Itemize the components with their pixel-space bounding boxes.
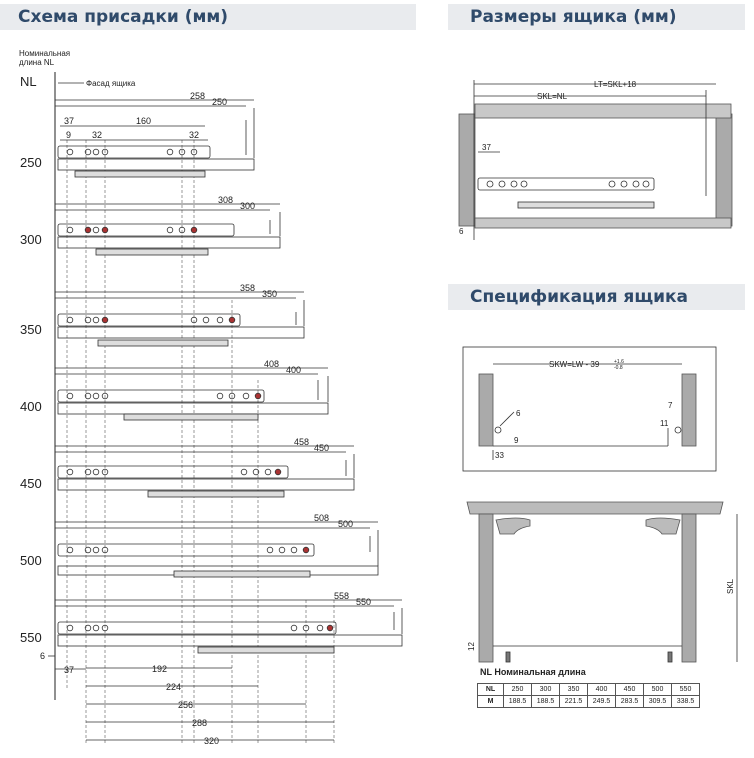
m-cell: 309.5: [643, 695, 672, 708]
row-m-label: M: [477, 695, 504, 708]
row-450: 458 450 450: [20, 437, 355, 498]
nl-label: NL: [20, 74, 37, 89]
nl-250: 250: [20, 155, 42, 170]
spec-6: 6: [516, 409, 521, 418]
table-row-m: M 188.5 188.5 221.5 249.5 283.5 309.5 33…: [477, 695, 700, 708]
spec-11: 11: [660, 419, 669, 428]
row-250: 258 250 250: [20, 91, 255, 178]
nl-cell: 250: [503, 683, 532, 696]
row-400-inner: 400: [286, 365, 301, 375]
svg-text:6: 6: [40, 651, 45, 661]
nl-550: 550: [20, 630, 42, 645]
size-diagram: LT=SKL+18 SKL=NL 37 6: [458, 80, 733, 240]
spec-9: 9: [514, 436, 519, 445]
svg-text:256: 256: [178, 700, 193, 710]
reference-lines: [66, 140, 335, 745]
tol-plus: +1.6: [614, 359, 624, 365]
nl-450: 450: [20, 476, 42, 491]
nl-500: 500: [20, 553, 42, 568]
row-550-outer: 558: [334, 591, 349, 601]
section-diagram: SKL 12: [466, 501, 738, 663]
nl-cell: 550: [671, 683, 700, 696]
skw-label: SKW=LW - 39: [549, 360, 600, 369]
m-cell: 338.5: [671, 695, 700, 708]
row-550: 558 550 550: [20, 591, 403, 654]
nl-cell: 500: [643, 683, 672, 696]
m-cell: 188.5: [531, 695, 560, 708]
row-500: 508 500 500: [20, 513, 379, 578]
row-400-outer: 408: [264, 359, 279, 369]
m-cell: 188.5: [503, 695, 532, 708]
row-350-outer: 358: [240, 283, 255, 293]
row-nl-label: NL: [477, 683, 504, 696]
nl-cell: 350: [559, 683, 588, 696]
nl-300: 300: [20, 232, 42, 247]
m-cell: 249.5: [587, 695, 616, 708]
nl-cell: 300: [531, 683, 560, 696]
row-350: 358 350 350: [20, 283, 305, 347]
row-500-outer: 508: [314, 513, 329, 523]
nominal-length-table: NL 250 300 350 400 450 500 550 M 188.5 1…: [477, 683, 700, 708]
svg-text:37: 37: [64, 665, 74, 675]
row-450-inner: 450: [314, 443, 329, 453]
row-300: 308 300 300: [20, 195, 281, 256]
row-250-inner: 250: [212, 97, 227, 107]
section-skl: SKL: [726, 578, 735, 594]
left-diagram: Номинальная длина NL NL Фасад ящика 37 9…: [19, 49, 403, 746]
table-title: NL Номинальная длина: [480, 667, 587, 677]
svg-text:32: 32: [189, 130, 199, 140]
m-cell: 221.5: [559, 695, 588, 708]
spec-header: Спецификация ящика: [448, 284, 745, 310]
m-cell: 283.5: [615, 695, 644, 708]
row-450-outer: 458: [294, 437, 309, 447]
size-37: 37: [482, 143, 491, 152]
nl-cell: 450: [615, 683, 644, 696]
spec-7: 7: [668, 401, 673, 410]
nominal-label-2: длина NL: [19, 58, 55, 67]
size-6: 6: [459, 227, 464, 236]
size-header: Размеры ящика (мм): [448, 4, 745, 30]
svg-text:320: 320: [204, 736, 219, 746]
svg-text:9: 9: [66, 130, 71, 140]
section-12: 12: [467, 642, 476, 651]
row-400: 408 400 400: [20, 359, 329, 421]
nominal-label-1: Номинальная: [19, 49, 70, 58]
tol-minus: -0.8: [614, 365, 623, 371]
row-300-outer: 308: [218, 195, 233, 205]
top-dimensions: 37 9 32 160 32: [60, 116, 208, 141]
spec-diagram: SKW=LW - 39 +1.6 -0.8 6 7 11 9 33: [462, 346, 717, 472]
svg-text:37: 37: [64, 116, 74, 126]
svg-text:160: 160: [136, 116, 151, 126]
row-550-inner: 550: [356, 597, 371, 607]
row-300-inner: 300: [240, 201, 255, 211]
facade-label: Фасад ящика: [86, 79, 136, 88]
left-header: Схема присадки (мм): [0, 4, 416, 30]
row-500-inner: 500: [338, 519, 353, 529]
lt-label: LT=SKL+18: [594, 80, 637, 89]
svg-text:288: 288: [192, 718, 207, 728]
nl-400: 400: [20, 399, 42, 414]
row-350-inner: 350: [262, 289, 277, 299]
spec-33: 33: [495, 451, 504, 460]
svg-text:224: 224: [166, 682, 181, 692]
skl-label: SKL=NL: [537, 92, 568, 101]
svg-text:32: 32: [92, 130, 102, 140]
nl-350: 350: [20, 322, 42, 337]
row-250-outer: 258: [190, 91, 205, 101]
svg-text:192: 192: [152, 664, 167, 674]
nl-cell: 400: [587, 683, 616, 696]
bottom-dimensions: 6 37 192 224 256 288 320: [40, 651, 334, 746]
table-row-nl: NL 250 300 350 400 450 500 550: [477, 683, 700, 696]
